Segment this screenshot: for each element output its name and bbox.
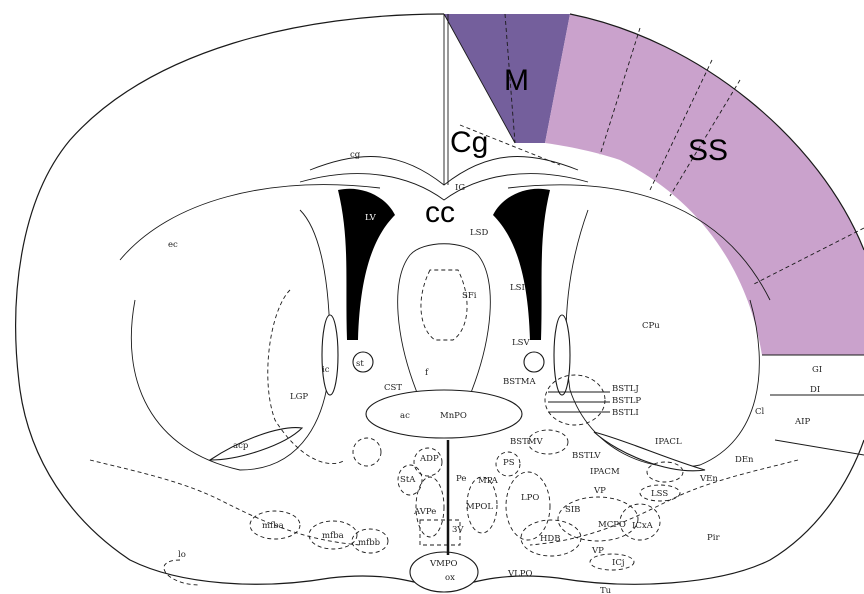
boundary-line [530, 460, 798, 545]
label-adp: ADP [419, 454, 439, 464]
label-lv: LV [365, 213, 377, 223]
boundary-line [90, 460, 360, 545]
label-ig: IG [455, 183, 465, 193]
label-motor-cortex: M [504, 64, 529, 97]
label-mfba: mfba [262, 521, 284, 531]
bst-region [545, 375, 605, 425]
label-tu: Tu [600, 586, 612, 594]
label-bstlv: BSTLV [572, 451, 601, 461]
label-st: st [356, 359, 364, 369]
label-f: f [425, 368, 429, 378]
label-ven: VEn [699, 474, 718, 484]
label-pir: Pir [707, 533, 720, 543]
boundary-line [775, 440, 864, 455]
label-ps: PS [503, 458, 515, 468]
label-ipacl: IPACL [655, 437, 682, 447]
label-cst: CST [384, 383, 402, 393]
label-cpu: CPu [642, 321, 660, 331]
label-pe: Pe [456, 474, 466, 484]
label-sib: SIB [565, 505, 580, 515]
label-somatosensory: SS [688, 134, 728, 167]
label-ac: ac [400, 411, 410, 421]
label-mpol: MPOL [466, 502, 493, 512]
label-mpa: MPA [478, 476, 499, 486]
label-mfba-2: mfba [322, 531, 344, 541]
label-vp-2: VP [591, 546, 604, 556]
label-lo: lo [178, 550, 186, 560]
label-gi: GI [812, 365, 822, 375]
label-cl: Cl [755, 407, 765, 417]
label-sfi: SFi [462, 291, 477, 301]
label-acp: acp [233, 441, 249, 451]
label-mnpo: MnPO [440, 411, 467, 421]
bstmv-region [353, 438, 381, 466]
label-ic: ic [322, 365, 330, 375]
label-bstlj: BSTLJ [612, 384, 639, 394]
lpo-region [506, 472, 550, 540]
label-den: DEn [735, 455, 754, 465]
label-vlpo: VLPO [507, 569, 533, 579]
label-icj: ICj [612, 558, 625, 568]
label-vmpo: VMPO [429, 559, 458, 569]
label-cingulate: Cg [450, 126, 488, 159]
label-aip: AIP [794, 417, 810, 427]
label-lss: LSS [651, 489, 668, 499]
label-ox: ox [445, 573, 455, 583]
label-cg-small: cg [350, 150, 361, 160]
label-mfbb: mfbb [358, 538, 381, 548]
label-lpo: LPO [521, 493, 539, 503]
label-hdb: HDB [540, 534, 560, 544]
septum-nucleus-outline [421, 270, 467, 340]
label-lsd: LSD [470, 228, 488, 238]
label-bstma: BSTMA [503, 377, 536, 387]
stria-terminalis-right [524, 352, 544, 372]
label-bstmv: BSTMV [510, 437, 543, 447]
label-sta: StA [400, 475, 416, 485]
label-lgp: LGP [290, 392, 308, 402]
label-lsi: LSI [510, 283, 525, 293]
label-di: DI [810, 385, 820, 395]
label-ec: ec [168, 240, 178, 250]
internal-capsule-left [322, 315, 338, 395]
lo-region [164, 560, 200, 585]
anterior-commissure-posterior-right [594, 432, 705, 471]
internal-capsule-right [554, 315, 570, 395]
label-bstlp: BSTLP [612, 396, 641, 406]
lateral-ventricle-right [493, 189, 550, 340]
anterior-commissure-posterior-left [210, 428, 302, 460]
septum-outline [398, 244, 491, 400]
label-ipacm: IPACM [590, 467, 620, 477]
label-corpus-callosum: cc [425, 196, 455, 229]
somatosensory-cortex-region [545, 14, 864, 355]
label-lsv: LSV [512, 338, 530, 348]
striatum-left [131, 210, 330, 470]
label-icxa: ICxA [632, 521, 654, 531]
lateral-ventricle-left [338, 189, 395, 340]
label-bstli: BSTLI [612, 408, 639, 418]
label-mcpo: MCPO [598, 520, 626, 530]
label-avpe: AVPe [413, 507, 436, 517]
label-3v: 3V [452, 525, 464, 535]
label-vp: VP [593, 486, 606, 496]
optic-chiasm [410, 552, 478, 592]
